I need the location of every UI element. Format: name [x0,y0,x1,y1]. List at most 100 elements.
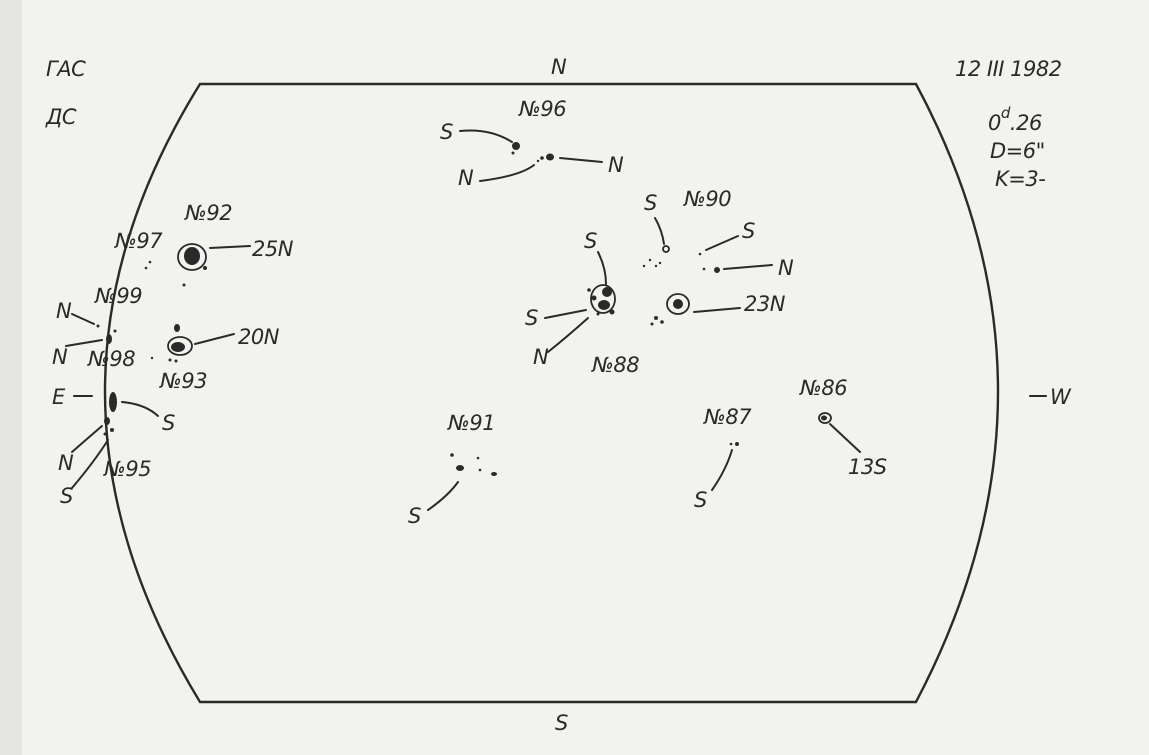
group-96-pole-n1: N [458,166,474,190]
group-99-line [71,313,95,325]
group-86-umbra [821,415,827,421]
group-90-pole-n: N [778,256,794,280]
group-90-spot-7 [642,264,646,268]
group-91-spot-3 [476,456,480,460]
group-92-penumbra [177,243,207,271]
group-96-line-n2 [559,157,603,163]
group-93-spot-4 [174,359,178,363]
group-91-line [427,481,459,511]
group-92-spot-2 [203,266,207,270]
group-96-spot-2 [511,151,515,155]
group-88-spot-3 [591,295,597,301]
group-88-spot-9 [650,322,654,326]
group-87-spot-1 [735,442,739,446]
east-label: E [52,385,66,409]
group-95-pole-s2: S [60,484,73,508]
group-90-label: №90 [683,187,731,211]
group-96-line-n1 [479,164,535,182]
group-92-latitude: 25N [252,237,294,261]
observatory-label-2: ДС [45,105,77,129]
group-93-umbra [171,342,185,352]
group-92-line [209,245,251,249]
group-90-spot-1 [662,245,670,253]
group-99-spot-2 [113,329,117,333]
group-90-spot-8 [658,261,662,265]
group-87-spot-2 [729,442,733,446]
group-90-spot-6 [654,264,658,268]
group-88-spot-6 [596,312,600,316]
group-90: №90 S S N [642,187,795,280]
group-93-latitude: 20N [238,325,280,349]
group-91-spot-2 [450,453,454,457]
group-90-pole-s2: S [742,219,755,243]
south-label: S [555,711,568,735]
group-96-line-s [459,129,513,143]
group-87: №87 S [694,405,753,512]
group-90-spot-2 [714,267,720,273]
group-95-spot-1 [109,392,117,412]
group-88-pole-n: N [533,345,549,369]
north-label: N [551,55,567,79]
group-91-spot-4 [478,468,482,472]
group-88-line-s2 [544,309,587,319]
group-91-label: №91 [447,411,495,435]
group-88-leader-penumbra [666,293,690,315]
group-96-spot-3 [546,153,554,161]
observation-time: 0d.26 [988,104,1042,135]
group-90-spot-3 [698,252,702,256]
group-87-line [711,449,733,491]
group-86: №86 13S [799,376,887,479]
group-96-pole-n2: N [608,153,624,177]
group-96-label: №96 [518,97,566,121]
group-99: №99 N [56,284,143,333]
group-93-label: №93 [159,369,207,393]
solar-disk-frame [103,82,1000,704]
group-88-line-lat [693,307,741,313]
group-88: №88 S S N 23N [525,229,786,377]
group-96-pole-s: S [440,120,453,144]
group-97-spot-2 [144,266,148,270]
group-95-label: №95 [103,457,151,481]
group-95-line-s1 [121,401,159,417]
group-88-leader-umbra [673,299,683,309]
group-86-line [829,423,861,453]
group-95-pole-n: N [58,451,74,475]
group-90-pole-s1: S [644,191,657,215]
group-91: №91 S [408,411,497,528]
group-91-spot-1 [456,465,464,471]
group-88-line-n [547,317,589,353]
group-98-pole-n: N [52,345,68,369]
group-95: №95 S N S [58,392,176,508]
group-88-latitude: 23N [744,292,786,316]
group-95-spot-2 [104,417,110,425]
group-98-line [65,339,103,347]
group-95-spot-4 [103,432,107,436]
group-99-label: №99 [94,284,142,308]
group-91-pole-s: S [408,504,421,528]
group-96-spot-1 [512,142,520,150]
group-91-spot-5 [491,472,497,476]
group-97: №97 [114,229,164,270]
group-90-spot-4 [702,267,706,271]
group-93-penumbra [167,336,193,356]
time-sup: d [1001,104,1011,122]
group-95-line-n [71,425,103,453]
group-88-spot-8 [660,320,664,324]
group-87-pole-s: S [694,488,707,512]
group-88-pole-s2: S [525,306,538,330]
observatory-label-1: ГАС [46,57,86,81]
group-98-label: №98 [87,347,135,371]
group-88-spot-4 [587,288,591,292]
paper-edge [0,0,22,755]
group-93-line [194,333,235,345]
group-96: №96 S N N [440,97,625,190]
group-99-spot-1 [96,324,100,328]
group-97-label: №97 [114,229,163,253]
group-88-spot-5 [609,309,615,315]
group-86-latitude: 13S [848,455,887,479]
group-95-line-s2 [71,439,109,489]
group-93-spot-3 [168,358,172,362]
group-98-spot-1 [106,334,112,344]
group-92-umbra [184,247,200,265]
